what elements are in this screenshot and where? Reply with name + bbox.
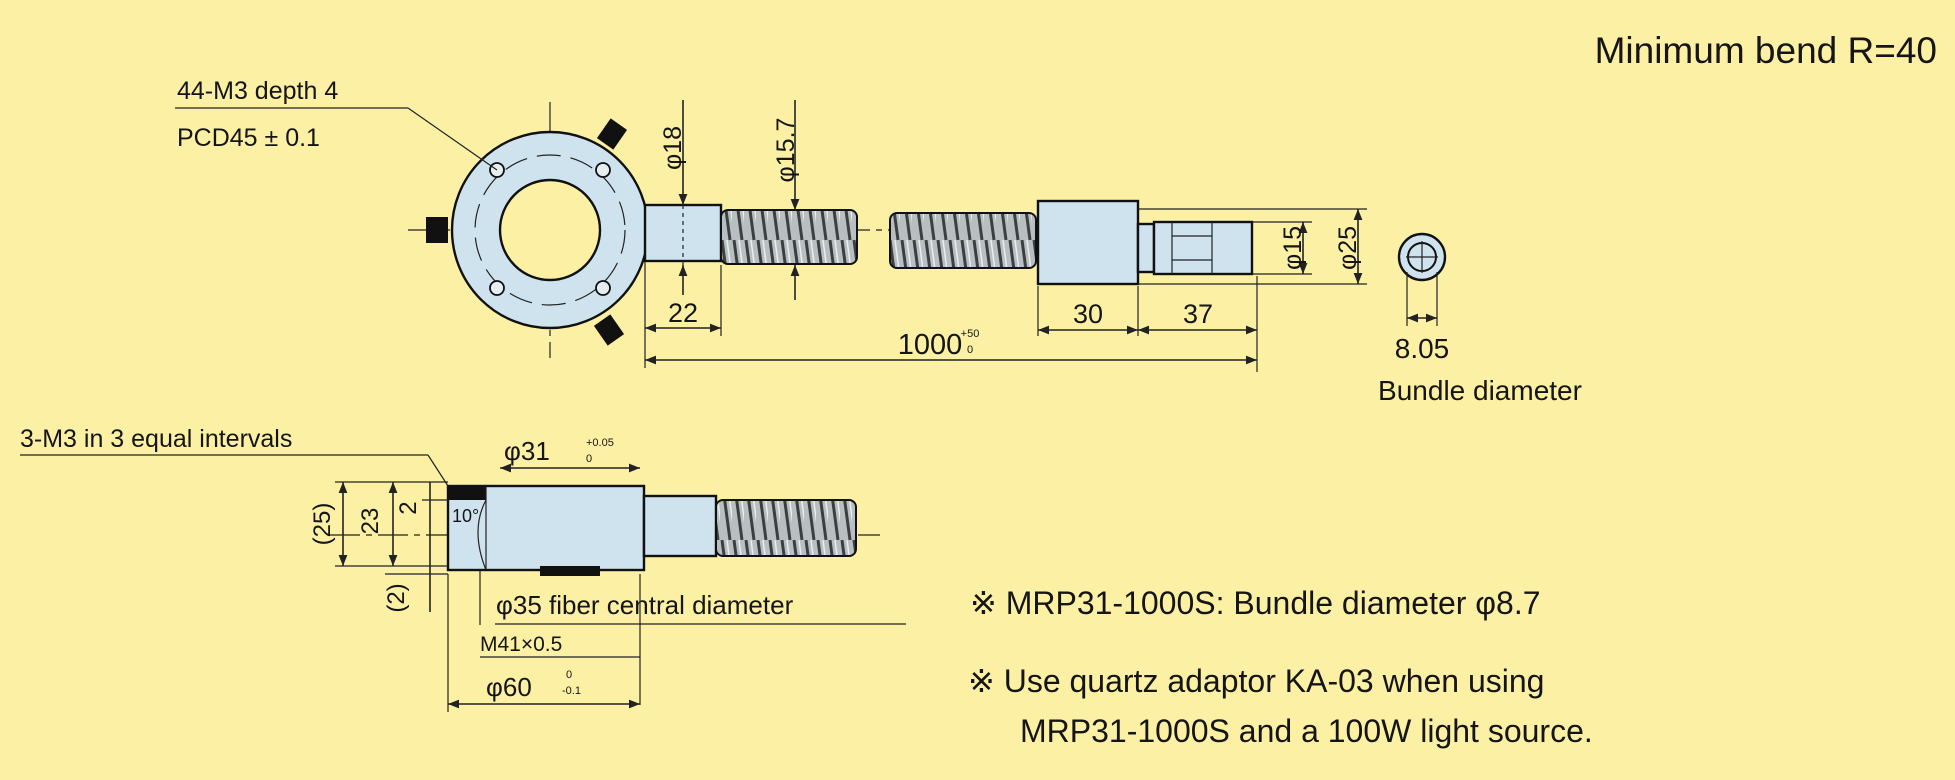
dimension-phi15-7: φ15.7 bbox=[772, 118, 800, 183]
set-screw bbox=[593, 314, 625, 346]
side-view: 3-M3 in 3 equal intervals φ31 +0.05 0 (2… bbox=[20, 425, 906, 712]
set-screw bbox=[426, 217, 448, 243]
note-quartz-adaptor-line2: MRP31-1000S and a 100W light source. bbox=[1020, 713, 1593, 749]
thread-spec: M41×0.5 bbox=[480, 633, 562, 656]
dimension-2: 2 bbox=[395, 501, 422, 514]
tolerance-lower-1000: 0 bbox=[967, 344, 973, 356]
top-view: 44-M3 depth 4 PCD45 ± 0.1 φ18 φ15.7 22 1… bbox=[175, 77, 1582, 406]
side-flange-ledge bbox=[540, 566, 600, 576]
set-screw bbox=[596, 118, 628, 150]
angle-10deg: 10° bbox=[452, 506, 479, 526]
dimension-phi15: φ15 bbox=[1279, 226, 1307, 270]
side-sleeve bbox=[642, 494, 718, 558]
tolerance-lower-60: -0.1 bbox=[562, 685, 581, 697]
tapped-hole bbox=[595, 280, 611, 296]
flexible-hose bbox=[720, 209, 858, 265]
bundle-diameter-label: Bundle diameter bbox=[1378, 375, 1582, 406]
dimension-phi25: φ25 bbox=[1334, 226, 1362, 270]
dimension-phi31: φ31 bbox=[504, 436, 550, 466]
side-tap-note: 3-M3 in 3 equal intervals bbox=[20, 425, 292, 453]
bundle-diameter-value: 8.05 bbox=[1395, 333, 1450, 364]
ring-pcd-circle bbox=[474, 154, 626, 306]
tap-note: 44-M3 depth 4 bbox=[177, 77, 338, 105]
minimum-bend-note: Minimum bend R=40 bbox=[1595, 30, 1937, 71]
dimension-1000: 1000 bbox=[898, 329, 963, 361]
dimension-25-ref: (25) bbox=[309, 503, 336, 546]
end-connector-tip bbox=[1152, 220, 1254, 276]
tapped-hole bbox=[595, 162, 611, 178]
dimension-phi60: φ60 bbox=[486, 672, 532, 702]
note-quartz-adaptor-line1: ※ Use quartz adaptor KA-03 when using bbox=[968, 663, 1544, 699]
dimension-23: 23 bbox=[357, 508, 384, 535]
notes: ※ MRP31-1000S: Bundle diameter φ8.7 ※ Us… bbox=[968, 585, 1593, 749]
note-bundle-diameter: ※ MRP31-1000S: Bundle diameter φ8.7 bbox=[970, 585, 1541, 621]
side-flexible-hose bbox=[715, 499, 857, 557]
end-connector-step bbox=[1136, 222, 1156, 274]
dimension-22: 22 bbox=[668, 298, 698, 328]
pcd-note: PCD45 ± 0.1 bbox=[177, 124, 320, 152]
dimension-phi18: φ18 bbox=[659, 126, 687, 170]
tolerance-upper-60: 0 bbox=[566, 669, 572, 681]
tolerance-lower-31: 0 bbox=[586, 453, 592, 465]
tolerance-upper-31: +0.05 bbox=[586, 437, 614, 449]
flexible-hose bbox=[889, 212, 1037, 269]
side-flange-chamfer bbox=[448, 486, 486, 500]
ring-bore bbox=[498, 178, 602, 282]
fiber-central-diameter-note: φ35 fiber central diameter bbox=[496, 590, 794, 620]
end-connector-body bbox=[1036, 199, 1140, 286]
dimension-37: 37 bbox=[1183, 299, 1213, 329]
tapped-hole bbox=[489, 280, 505, 296]
tolerance-upper-1000: +50 bbox=[961, 328, 980, 340]
dimension-2-ref: (2) bbox=[383, 583, 410, 612]
dimension-30: 30 bbox=[1073, 299, 1103, 329]
